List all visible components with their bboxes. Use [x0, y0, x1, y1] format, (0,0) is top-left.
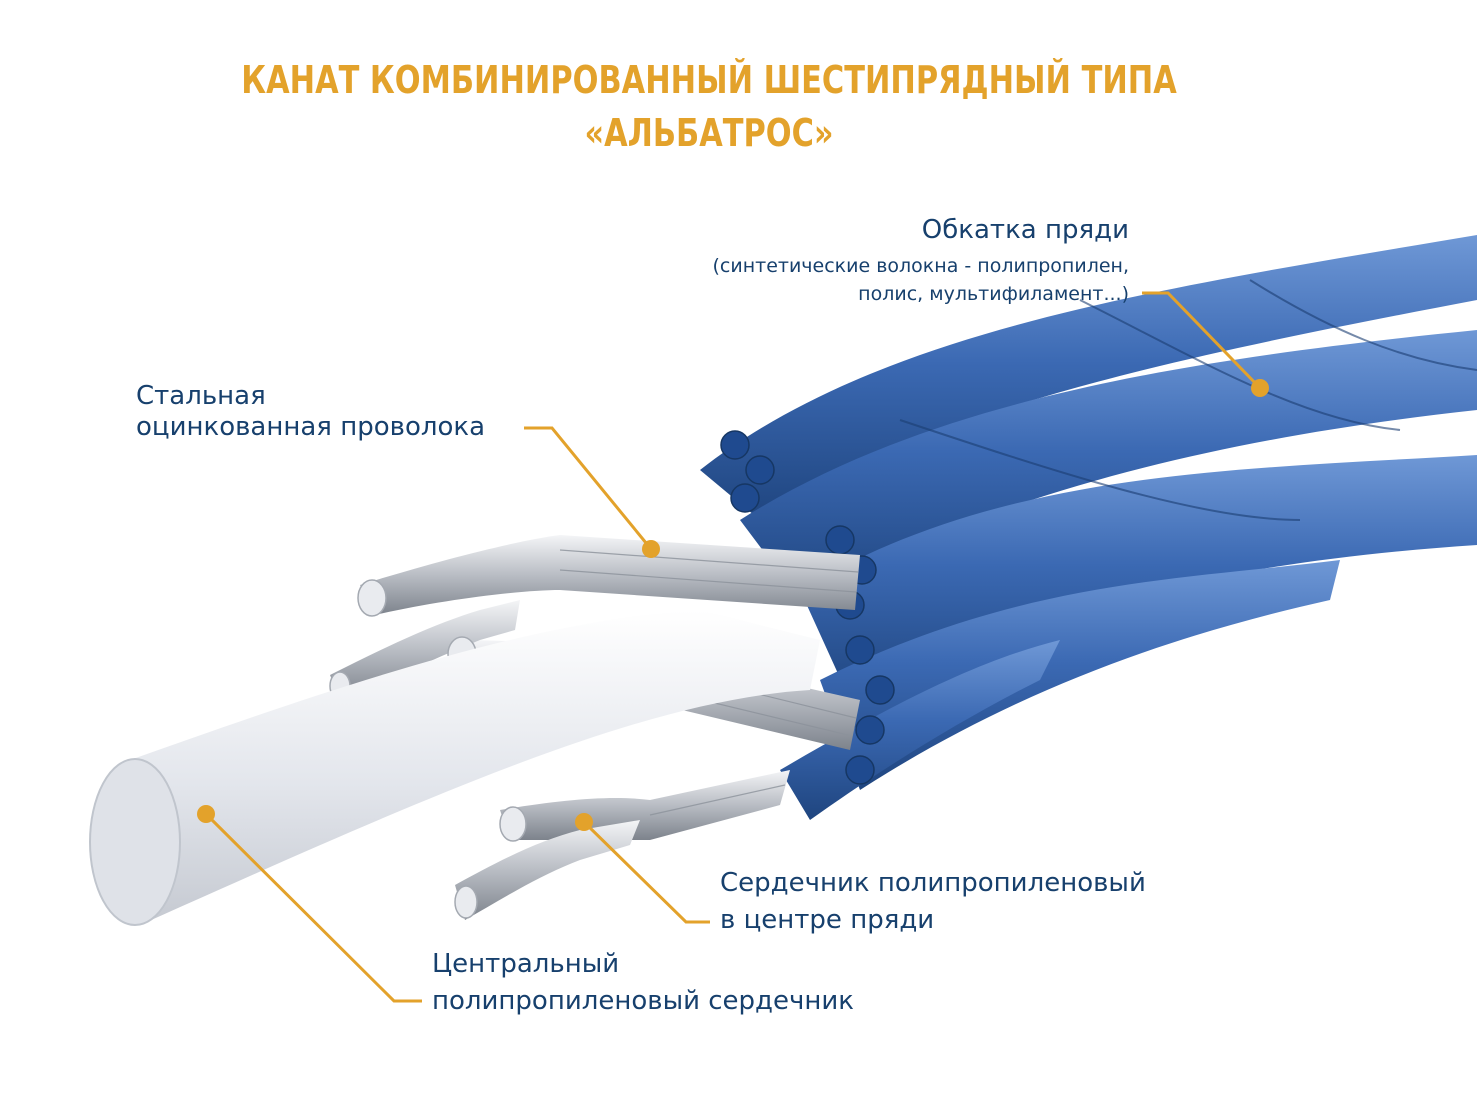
strand-end: [845, 635, 875, 665]
label-steel-wire-line-2: оцинкованная проволока: [136, 412, 486, 442]
central-core-end: [89, 758, 181, 926]
wire-tip: [454, 885, 478, 919]
label-strand-cover-note-1: (синтетические волокна - полипропилен,: [712, 255, 1130, 277]
title-line-1: КАНАТ КОМБИНИРОВАННЫЙ ШЕСТИПРЯДНЫЙ ТИПА: [241, 58, 1177, 102]
strand-seam: [1249, 279, 1477, 371]
label-steel-wire-line-1: Стальная: [136, 381, 266, 411]
strand-end: [855, 715, 885, 745]
leader-line-strand-cover: [1142, 291, 1262, 390]
wire-tip: [499, 806, 527, 842]
central-core-group: [89, 610, 820, 926]
steel-wire: [500, 770, 790, 840]
label-central-core-line-2: полипропиленовый сердечник: [432, 986, 854, 1016]
label-strand-core-line-2: в центре пряди: [720, 905, 935, 935]
callout-dot-central-core: [197, 805, 215, 823]
strand-seam: [1079, 299, 1401, 431]
central-core: [130, 610, 820, 925]
strand-end: [825, 525, 855, 555]
wire-line: [559, 569, 857, 593]
label-strand-core-line-1: Сердечник полипропиленовый: [720, 868, 1146, 898]
callout-dot-steel-wire: [642, 540, 660, 558]
strand-end: [745, 455, 775, 485]
label-central-core-line-1: Центральный: [432, 949, 620, 979]
steel-wire: [330, 600, 520, 700]
steel-wire: [360, 535, 860, 615]
label-strand-cover-note-2: полис, мультифиламент...): [858, 283, 1129, 305]
wire-line: [649, 784, 786, 816]
strand-end: [720, 430, 750, 460]
leader-line-central-core: [204, 812, 422, 1003]
wire-tip: [357, 579, 387, 617]
leader-line-strand-core: [582, 820, 710, 924]
blue-strand: [820, 560, 1340, 790]
steel-wire: [455, 820, 640, 920]
callout-dot-strand-cover: [1251, 379, 1269, 397]
title-line-2: «АЛЬБАТРОС»: [584, 111, 834, 155]
leader-line-steel-wire: [524, 426, 653, 550]
callout-dot-strand-core: [575, 813, 593, 831]
wire-line: [559, 549, 859, 573]
strand-seam: [899, 419, 1301, 521]
label-strand-cover-heading: Обкатка пряди: [921, 215, 1129, 245]
strand-end: [865, 675, 895, 705]
strand-end: [730, 483, 760, 513]
strand-end: [845, 755, 875, 785]
